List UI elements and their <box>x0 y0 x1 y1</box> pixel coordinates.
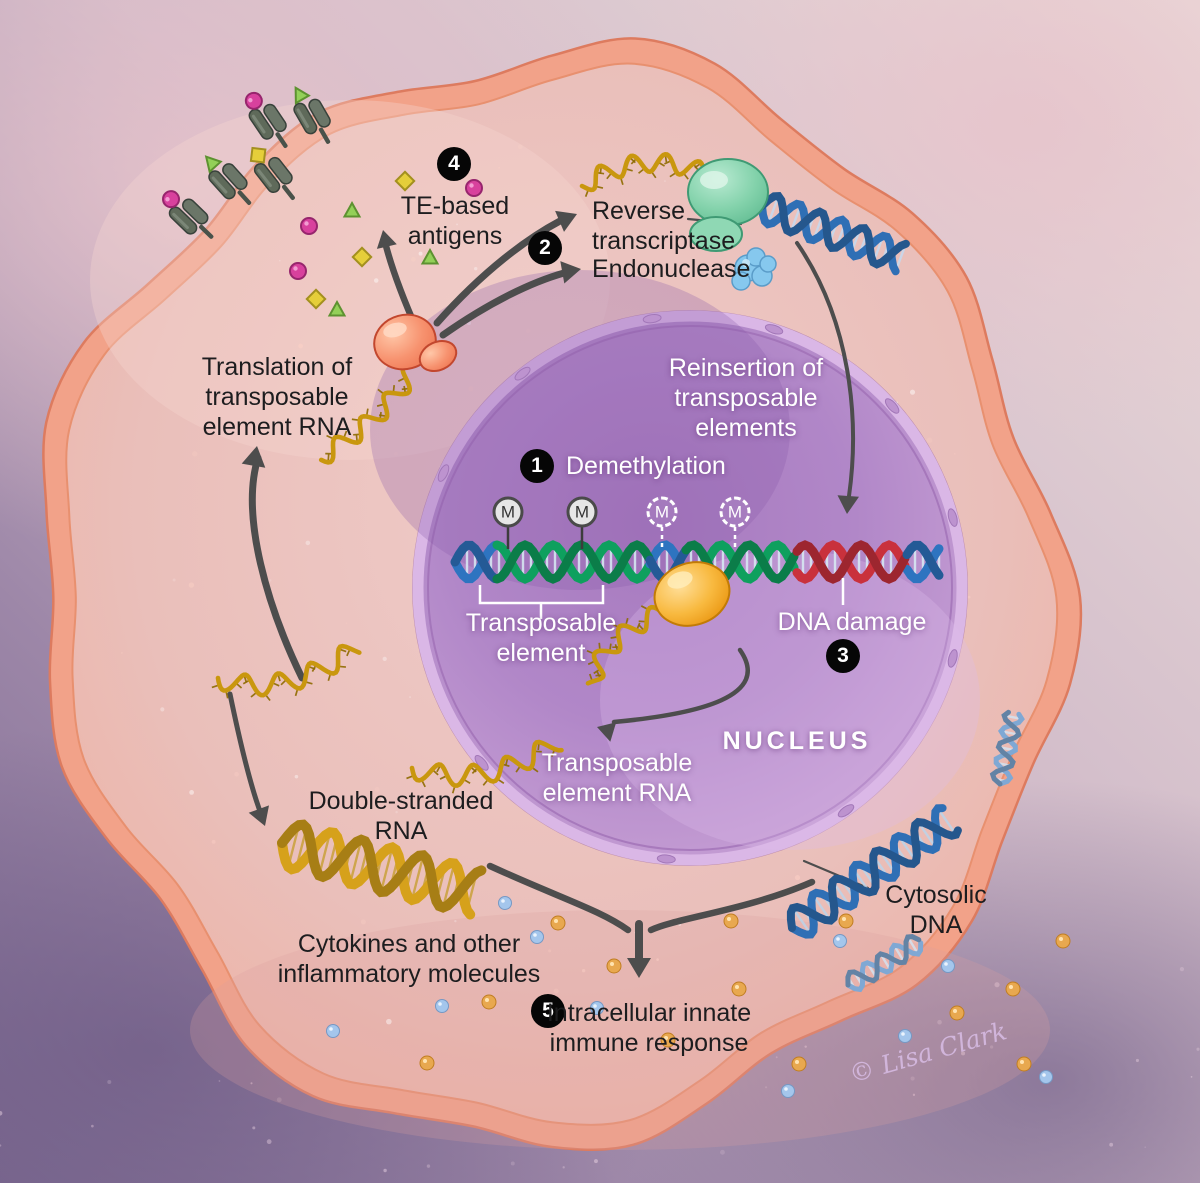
methyl-mark-icon: M <box>566 496 598 528</box>
label-reverse-transcriptase: Reverse transcriptase <box>592 197 736 255</box>
label-dna-damage: DNA damage <box>777 608 927 636</box>
label-translation: Translation of transposable element RNA <box>201 353 353 441</box>
free-antigen-icons <box>289 170 483 317</box>
label-te-antigens: TE-based antigens <box>400 192 510 250</box>
rna-strand-icons <box>211 151 706 794</box>
label-cytosolic-dna: Cytosolic DNA <box>885 881 987 939</box>
rna-polymerase-icon <box>585 561 731 686</box>
double-stranded-rna-icon <box>277 819 487 920</box>
label-dsrna: Double-stranded RNA <box>308 787 494 845</box>
cytokine-dots <box>326 896 1071 1098</box>
step-badge-3: 3 <box>826 639 860 673</box>
endonuclease-enzyme-icon <box>731 247 777 291</box>
ribosome-icon <box>373 313 458 373</box>
reverse-transcriptase-enzyme-icon <box>687 158 910 276</box>
receptor-icon <box>244 91 288 149</box>
nuclear-dna-helix <box>450 527 944 619</box>
label-demethylation: Demethylation <box>566 452 726 480</box>
label-reinsertion: Reinsertion of transposable elements <box>668 354 824 442</box>
label-immune-response: Intracellular innate immune response <box>546 999 752 1057</box>
cytosolic-dna-icon <box>786 709 1025 993</box>
receptor-icon <box>204 155 252 205</box>
label-transposable-element: Transposable element <box>465 609 617 667</box>
membrane-receptors <box>162 85 331 239</box>
label-nucleus: NUCLEUS <box>722 727 872 755</box>
step-badge-4: 4 <box>437 147 471 181</box>
methyl-mark-removed-icon: M <box>646 496 678 528</box>
step-badge-2: 2 <box>528 231 562 265</box>
label-te-rna: Transposable element RNA <box>541 749 693 807</box>
step-badge-5: 5 <box>531 994 565 1028</box>
label-cytokines: Cytokines and other inflammatory molecul… <box>277 930 541 988</box>
receptor-icon <box>249 146 295 201</box>
step-badge-1: 1 <box>520 449 554 483</box>
methyl-mark-removed-icon: M <box>719 496 751 528</box>
methyl-mark-icon: M <box>492 496 524 528</box>
receptor-icon <box>293 85 331 144</box>
label-endonuclease: Endonuclease <box>592 255 751 283</box>
receptor-icon <box>162 190 214 239</box>
